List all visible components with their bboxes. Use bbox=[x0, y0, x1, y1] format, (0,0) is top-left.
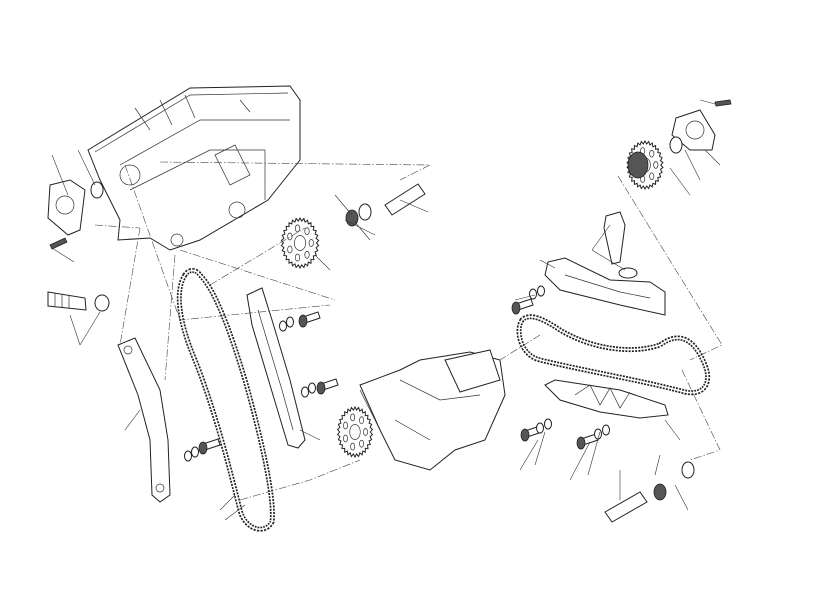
bearing-3 bbox=[653, 483, 667, 501]
guide-bolt-1-head bbox=[298, 314, 308, 328]
washer-6 bbox=[537, 285, 545, 297]
crankshaft-gear bbox=[336, 405, 374, 459]
leader-lines bbox=[51, 99, 721, 521]
crankshaft bbox=[359, 349, 506, 471]
crankshaft-gear-hub bbox=[349, 424, 361, 440]
washer-10 bbox=[544, 418, 552, 430]
bearing-4 bbox=[681, 461, 695, 479]
washer-1 bbox=[286, 316, 294, 328]
bearing-2 bbox=[358, 203, 372, 221]
sprocket-spline bbox=[627, 151, 649, 179]
washer-12 bbox=[602, 424, 610, 436]
camshaft-sprocket-right-hole bbox=[649, 172, 655, 180]
camshaft-sprocket-left-hub bbox=[294, 235, 306, 251]
camshaft-sprocket-left-hole bbox=[287, 245, 293, 254]
chain-guide-center bbox=[246, 287, 306, 449]
camshaft-sprocket-left-hole bbox=[304, 227, 310, 236]
crankshaft-gear-hole bbox=[350, 442, 356, 451]
washer-9 bbox=[536, 422, 544, 434]
crankshaft-gear-hole bbox=[359, 439, 364, 448]
crankshaft-gear-hole bbox=[359, 416, 364, 425]
cam-cover-left bbox=[47, 179, 104, 250]
cylinder-head bbox=[87, 85, 301, 251]
crankshaft-gear-hole bbox=[363, 428, 368, 436]
guide-bolt-5-head bbox=[520, 428, 530, 442]
assembly-centerlines bbox=[94, 161, 723, 501]
camshaft-sprocket-left bbox=[280, 216, 320, 270]
washer-8 bbox=[184, 450, 192, 462]
pin-upper bbox=[384, 183, 426, 216]
washer-4 bbox=[301, 386, 309, 398]
washer-5 bbox=[529, 288, 537, 300]
washer-7 bbox=[191, 446, 199, 458]
washer-2 bbox=[279, 320, 287, 332]
chain-guide-left bbox=[117, 337, 171, 503]
camshaft-sprocket-left-hole bbox=[308, 239, 314, 247]
camshaft-sprocket-left-hole bbox=[294, 224, 301, 233]
cam-cover-right bbox=[669, 99, 732, 154]
guide-bolt-3-head bbox=[511, 301, 521, 315]
crankshaft-gear-hole bbox=[343, 434, 348, 443]
guide-bolt-2-head bbox=[316, 381, 326, 395]
chain-guide-upper-right bbox=[544, 257, 666, 316]
camshaft-sprocket-right-hole bbox=[653, 161, 659, 169]
camshaft-sprocket-left-hole bbox=[304, 250, 310, 259]
camshaft-sprocket-right-hole bbox=[649, 150, 655, 158]
crankshaft-gear-hole bbox=[343, 421, 348, 430]
timing-chain-right bbox=[516, 314, 711, 396]
guide-bolt-6-head bbox=[576, 436, 586, 450]
camshaft-sprocket-left-hole bbox=[294, 253, 301, 262]
chain-guide-lower-right bbox=[544, 379, 669, 419]
crankshaft-gear-hole bbox=[350, 413, 356, 422]
chain-tensioner-left bbox=[47, 291, 110, 312]
pin-lower bbox=[604, 491, 648, 523]
washer-11 bbox=[594, 428, 602, 440]
washer-3 bbox=[308, 382, 316, 394]
chain-tensioner-right bbox=[603, 211, 638, 279]
camshaft-sprocket-left-hole bbox=[287, 232, 293, 241]
guide-bolt-4-head bbox=[198, 441, 208, 455]
